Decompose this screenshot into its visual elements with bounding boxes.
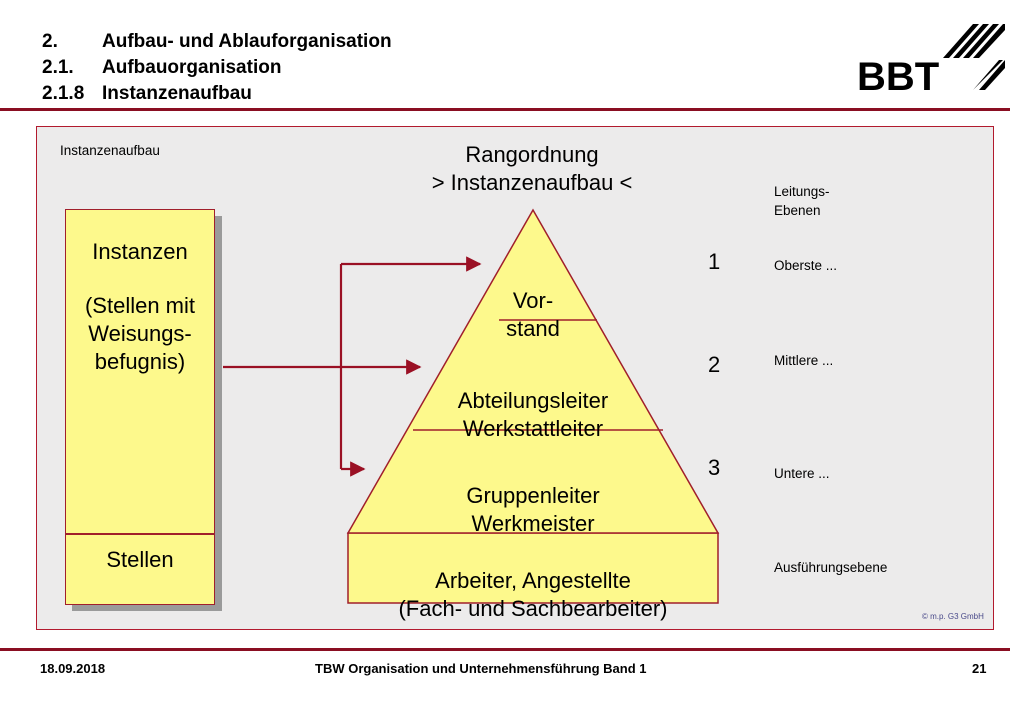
level-label-1: Oberste ... [774, 258, 838, 273]
copyright-note: © m.p. G3 GmbH [922, 612, 984, 621]
footer-divider [0, 648, 1010, 651]
instances-line4: befugnis) [94, 349, 186, 374]
section-heading-2: 2.1. Aufbauorganisation [42, 57, 281, 79]
rank-title-line2: > Instanzenaufbau < [431, 170, 633, 195]
tier-3-label: Gruppenleiter Werkmeister [413, 482, 653, 538]
tier-3-line2: Werkmeister [471, 511, 595, 536]
section-heading-3: 2.1.8 Instanzenaufbau [42, 83, 252, 105]
levels-heading-line2: Ebenen [774, 203, 821, 218]
rank-title: Rangordnung > Instanzenaufbau < [412, 141, 652, 197]
tier-1-label: Vor- stand [483, 287, 583, 343]
section-number: 2.1. [42, 57, 74, 78]
level-number-3: 3 [708, 455, 721, 480]
level-label-2: Mittlere ... [774, 353, 834, 368]
section-title: Aufbau- und Ablauforganisation [102, 31, 392, 52]
footer-title: TBW Organisation und Unternehmensführung… [315, 661, 647, 676]
bbt-logo: BBT [857, 24, 1005, 99]
rank-title-line1: Rangordnung [465, 142, 599, 167]
instances-line1: Instanzen [92, 239, 188, 264]
section-number: 2. [42, 31, 58, 52]
tier-2-line2: Werkstattleiter [462, 416, 604, 441]
section-heading-1: 2. Aufbau- und Ablauforganisation [42, 31, 392, 53]
pyramid-base [347, 532, 719, 604]
section-title: Instanzenaufbau [102, 83, 252, 104]
positions-label: Stellen [106, 547, 174, 572]
section-number: 2.1.8 [42, 83, 85, 104]
base-label: Arbeiter, Angestellte (Fach- und Sachbea… [363, 567, 703, 623]
logo-text: BBT [857, 55, 939, 99]
pyramid-triangle [346, 208, 720, 534]
header-divider [0, 108, 1010, 111]
footer-page-number: 21 [972, 661, 987, 676]
box-divider [66, 533, 214, 535]
instances-text: Instanzen (Stellen mit Weisungs- befugni… [65, 238, 215, 376]
levels-heading: Leitungs- Ebenen [774, 182, 830, 220]
tier-3-line1: Gruppenleiter [466, 483, 600, 508]
base-line1: Arbeiter, Angestellte [435, 568, 631, 593]
footer-date: 18.09.2018 [40, 661, 106, 676]
instances-line3: Weisungs- [88, 321, 192, 346]
tier-1-line2: stand [506, 316, 560, 341]
instances-box [65, 209, 215, 605]
tier-2-label: Abteilungsleiter Werkstattleiter [413, 387, 653, 443]
panel-label: Instanzenaufbau [60, 143, 160, 158]
level-number-1: 1 [708, 249, 721, 274]
section-title: Aufbauorganisation [102, 57, 282, 78]
level-label-3: Untere ... [774, 466, 830, 481]
instances-line2: (Stellen mit [84, 293, 196, 318]
level-number-2: 2 [708, 352, 721, 377]
level-label-4: Ausführungsebene [774, 560, 888, 575]
base-line2: (Fach- und Sachbearbeiter) [398, 596, 668, 621]
levels-heading-line1: Leitungs- [774, 184, 830, 199]
tier-1-line1: Vor- [512, 288, 554, 313]
tier-2-line1: Abteilungsleiter [457, 388, 609, 413]
